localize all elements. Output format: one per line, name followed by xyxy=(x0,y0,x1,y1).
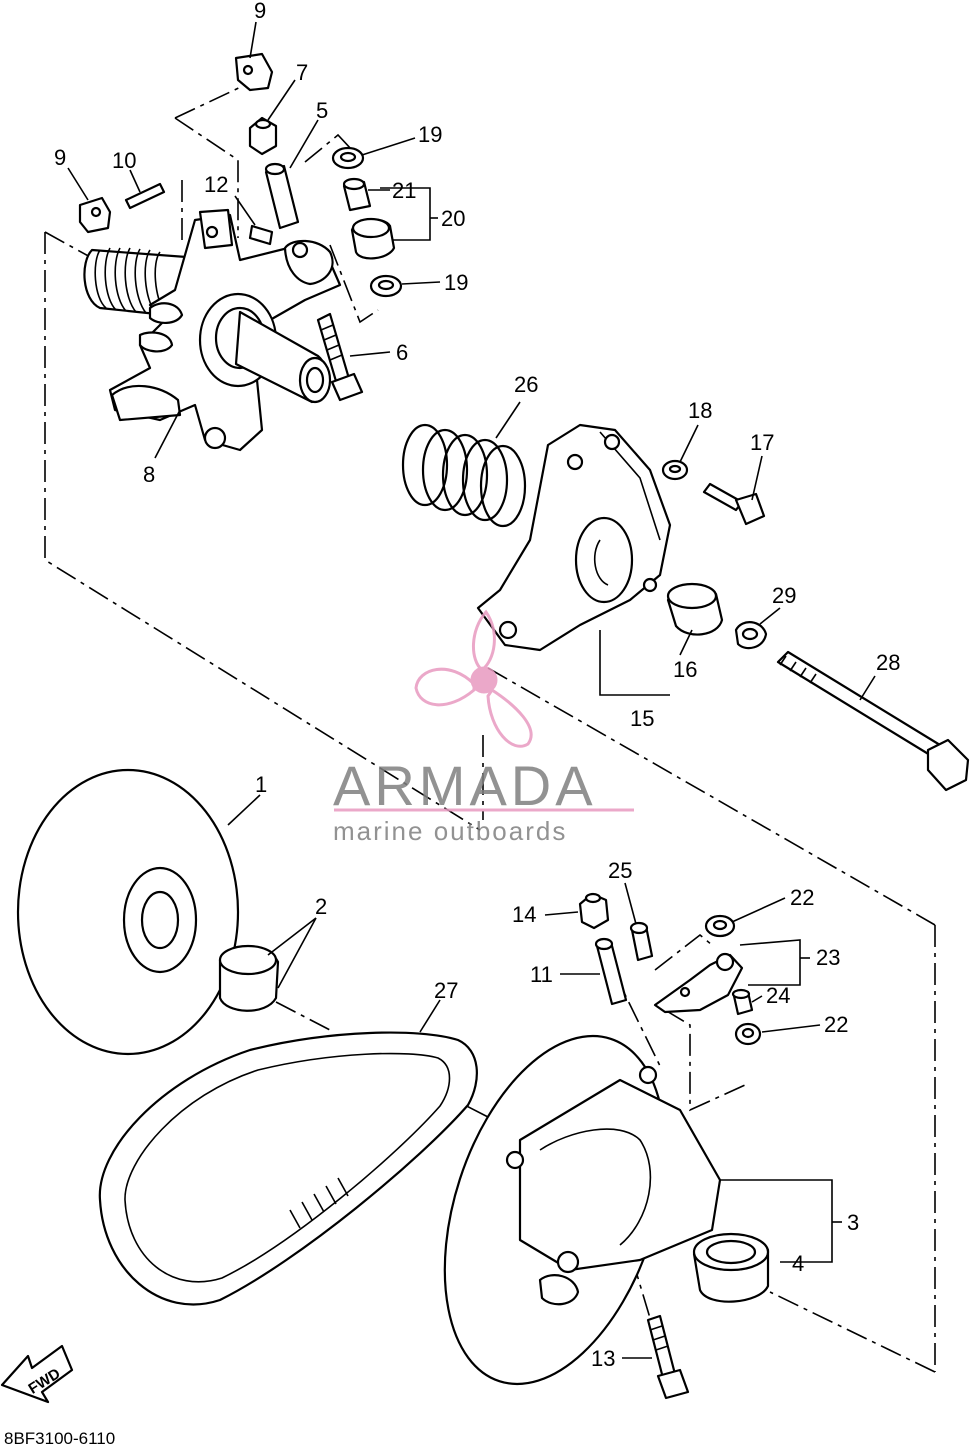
callout-2: 2 xyxy=(315,894,327,919)
part-9-slider-left xyxy=(78,196,112,234)
callout-27: 27 xyxy=(434,978,458,1003)
part-7-nut xyxy=(248,116,278,156)
part-16-bushing xyxy=(666,582,724,636)
callout-25: 25 xyxy=(608,858,632,883)
part-28-bolt xyxy=(776,650,970,792)
callout-9: 9 xyxy=(254,0,266,23)
callout-17: 17 xyxy=(750,430,774,455)
callout-4: 4 xyxy=(792,1251,804,1276)
callout-21: 21 xyxy=(392,178,416,203)
part-23-weight xyxy=(653,952,744,1014)
part-11-pin xyxy=(594,937,628,1006)
callout-10: 10 xyxy=(112,148,136,173)
part-12-pin xyxy=(248,224,274,246)
part-26-spring xyxy=(401,423,527,528)
callout-19: 19 xyxy=(418,122,442,147)
part-9-slider-top xyxy=(234,52,274,92)
part-2-bushing xyxy=(218,944,280,1012)
part-21-collar xyxy=(342,177,372,212)
part-15-spring-cover xyxy=(476,423,672,652)
part-24-collar xyxy=(731,988,754,1016)
part-19-washer-upper xyxy=(331,146,365,170)
watermark-tagline: marine outboards xyxy=(333,816,567,846)
part-25-pin xyxy=(629,921,654,962)
watermark: ARMADA marine outboards xyxy=(333,609,634,846)
callout-22: 22 xyxy=(790,885,814,910)
callout-5: 5 xyxy=(316,98,328,123)
diagram-code: 8BF3100-6110 xyxy=(4,1429,115,1448)
callout-19: 19 xyxy=(444,270,468,295)
callout-8: 8 xyxy=(143,462,155,487)
part-1-sliding-sheave xyxy=(16,768,240,1056)
part-14-nut xyxy=(578,892,610,930)
part-8-fixed-sheave-assembly xyxy=(83,208,342,452)
part-27-v-belt xyxy=(98,1031,478,1306)
part-5-pin xyxy=(264,162,300,230)
callout-1: 1 xyxy=(255,772,267,797)
callout-7: 7 xyxy=(296,60,308,85)
leader-lines xyxy=(67,21,876,1359)
part-6-bolt xyxy=(316,312,364,402)
part-22-washer-lower xyxy=(734,1022,762,1046)
callout-29: 29 xyxy=(772,583,796,608)
callout-12: 12 xyxy=(204,172,228,197)
part-3-secondary-housing xyxy=(443,1034,722,1386)
callout-3: 3 xyxy=(847,1210,859,1235)
callout-18: 18 xyxy=(688,398,712,423)
callout-labels: 9 7 5 19 9 10 12 21 20 19 6 8 26 18 17 2… xyxy=(54,0,900,1371)
propeller-icon xyxy=(414,609,533,748)
part-20-roller xyxy=(350,217,396,260)
callout-14: 14 xyxy=(512,902,536,927)
callout-22: 22 xyxy=(824,1012,848,1037)
callout-20: 20 xyxy=(441,206,465,231)
part-13-bolt xyxy=(646,1314,690,1400)
callout-28: 28 xyxy=(876,650,900,675)
part-19-washer-lower xyxy=(369,274,403,298)
fwd-arrow: FWD xyxy=(0,1344,74,1404)
callout-6: 6 xyxy=(396,340,408,365)
part-29-washer xyxy=(734,621,768,650)
callout-23: 23 xyxy=(816,945,840,970)
callout-26: 26 xyxy=(514,372,538,397)
part-4-bushing xyxy=(692,1232,770,1303)
callout-15: 15 xyxy=(630,706,654,731)
watermark-brand: ARMADA xyxy=(333,754,597,817)
callout-11: 11 xyxy=(530,962,553,987)
part-22-washer-upper xyxy=(704,914,736,938)
callout-9: 9 xyxy=(54,145,66,170)
part-18-washer xyxy=(661,459,689,481)
callout-13: 13 xyxy=(591,1346,615,1371)
callout-16: 16 xyxy=(673,657,697,682)
callout-24: 24 xyxy=(766,983,790,1008)
part-10-pin xyxy=(124,182,166,210)
part-17-bolt xyxy=(702,482,766,526)
